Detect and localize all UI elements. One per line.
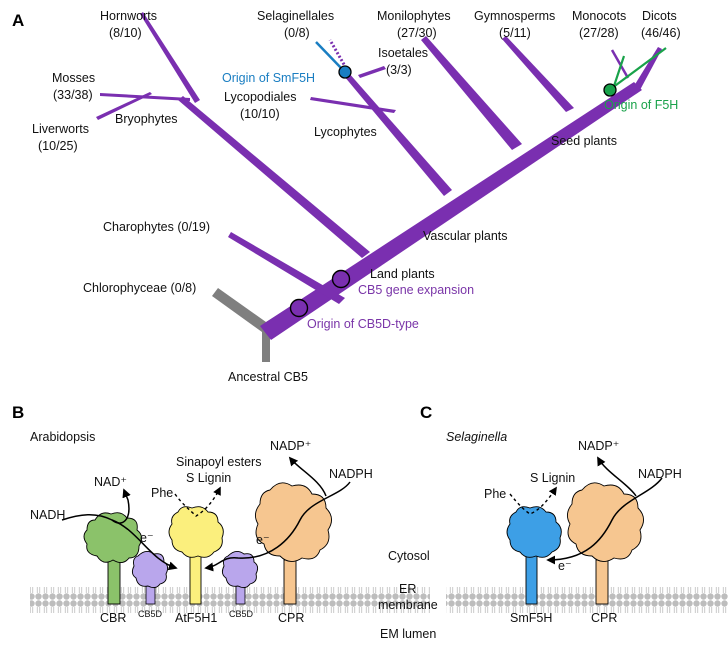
nadp-arrow-b xyxy=(288,456,327,497)
label-nad: NAD⁺ xyxy=(94,475,127,489)
panel-a-label: A xyxy=(12,11,24,30)
label-lycopodiales-count: (10/10) xyxy=(240,107,280,121)
label-cpr-b: CPR xyxy=(278,611,304,625)
cb5d-protein-1 xyxy=(131,551,169,605)
er-membrane-c xyxy=(446,586,728,616)
label-selaginella: Selaginella xyxy=(446,430,507,444)
label-monilophytes-count: (27/30) xyxy=(397,26,437,40)
label-origin-cb5d: Origin of CB5D-type xyxy=(307,317,419,331)
label-isoetales: Isoetales xyxy=(378,46,428,60)
label-liverworts: Liverworts xyxy=(32,122,89,136)
label-charophytes: Charophytes (0/19) xyxy=(103,220,210,234)
label-bryophytes: Bryophytes xyxy=(115,112,178,126)
label-liverworts-count: (10/25) xyxy=(38,139,78,153)
cpr-protein xyxy=(255,482,332,605)
panel-b: B Arabidopsis xyxy=(12,403,430,625)
label-gymnosperms: Gymnosperms xyxy=(474,9,555,23)
panel-c-label: C xyxy=(420,403,432,422)
label-mosses: Mosses xyxy=(52,71,95,85)
cb5d-origin-node xyxy=(289,298,309,318)
atf5h1-protein xyxy=(168,506,224,605)
label-sinapoyl-esters: Sinapoyl esters xyxy=(176,455,261,469)
label-phe: Phe xyxy=(151,486,173,500)
label-smf5h: SmF5H xyxy=(510,611,552,625)
smf5h-protein xyxy=(506,506,562,605)
label-selaginellales-count: (0/8) xyxy=(284,26,310,40)
label-cb5d-1: CB5D xyxy=(138,609,163,619)
smf5h-origin-node xyxy=(338,65,352,79)
cb5-expansion-node xyxy=(331,269,351,289)
label-monocots: Monocots xyxy=(572,9,626,23)
label-seed-plants: Seed plants xyxy=(551,134,617,148)
electron-flow-cbr xyxy=(111,519,178,571)
label-nadp-c: NADP⁺ xyxy=(578,439,619,453)
label-chlorophyceae: Chlorophyceae (0/8) xyxy=(83,281,196,295)
label-monocots-count: (27/28) xyxy=(579,26,619,40)
main-trunk xyxy=(260,82,642,340)
label-s-lignin: S Lignin xyxy=(186,471,231,485)
label-er: ER xyxy=(399,582,416,596)
label-nadp: NADP⁺ xyxy=(270,439,311,453)
electron-flow-c xyxy=(546,477,663,565)
label-nadph-c: NADPH xyxy=(638,467,682,481)
panel-c: C Selaginella NADP⁺ NADPH S Lignin Phe e… xyxy=(378,403,728,641)
label-mosses-count: (33/38) xyxy=(53,88,93,102)
cpr-protein-c xyxy=(567,482,644,605)
label-origin-f5h: Origin of F5H xyxy=(604,98,678,112)
er-membrane-b xyxy=(30,586,430,616)
label-origin-smf5h: Origin of SmF5H xyxy=(222,71,315,85)
label-nadh: NADH xyxy=(30,508,65,522)
label-selaginellales: Selaginellales xyxy=(257,9,334,23)
label-dicots-count: (46/46) xyxy=(641,26,681,40)
cbr-protein xyxy=(83,512,142,605)
panel-a: A xyxy=(12,9,681,384)
ancestral-root xyxy=(212,288,303,362)
label-electron-1: e⁻ xyxy=(140,531,154,545)
label-atf5h1: AtF5H1 xyxy=(175,611,217,625)
label-membrane: membrane xyxy=(378,598,438,612)
label-monilophytes: Monilophytes xyxy=(377,9,451,23)
phylogeny-tree xyxy=(96,12,667,340)
label-cpr-c: CPR xyxy=(591,611,617,625)
label-ancestral-cb5: Ancestral CB5 xyxy=(228,370,308,384)
label-land-plants: Land plants xyxy=(370,267,435,281)
label-phe-c: Phe xyxy=(484,487,506,501)
label-cb5-expansion: CB5 gene expansion xyxy=(358,283,474,297)
label-lycopodiales: Lycopodiales xyxy=(224,90,297,104)
label-cbr: CBR xyxy=(100,611,126,625)
label-cb5d-2: CB5D xyxy=(229,609,254,619)
electron-flow-cpr xyxy=(204,481,351,572)
label-lycophytes: Lycophytes xyxy=(314,125,377,139)
label-nadph: NADPH xyxy=(329,467,373,481)
label-hornworts: Hornworts xyxy=(100,9,157,23)
nadp-arrow-c xyxy=(597,456,637,497)
f5h-origin-node xyxy=(603,83,617,97)
panel-b-label: B xyxy=(12,403,24,422)
label-vascular-plants: Vascular plants xyxy=(423,229,508,243)
label-electron-c: e⁻ xyxy=(558,559,572,573)
label-arabidopsis: Arabidopsis xyxy=(30,430,95,444)
label-em-lumen: EM lumen xyxy=(380,627,436,641)
phe-to-lignin-arrow xyxy=(174,486,221,517)
label-dicots: Dicots xyxy=(642,9,677,23)
label-electron-2: e⁻ xyxy=(256,533,270,547)
label-cytosol: Cytosol xyxy=(388,549,430,563)
label-isoetales-count: (3/3) xyxy=(386,63,412,77)
label-hornworts-count: (8/10) xyxy=(109,26,142,40)
label-gymnosperms-count: (5/11) xyxy=(499,26,531,40)
label-s-lignin-c: S Lignin xyxy=(530,471,575,485)
cb5d-protein-2 xyxy=(221,551,259,605)
